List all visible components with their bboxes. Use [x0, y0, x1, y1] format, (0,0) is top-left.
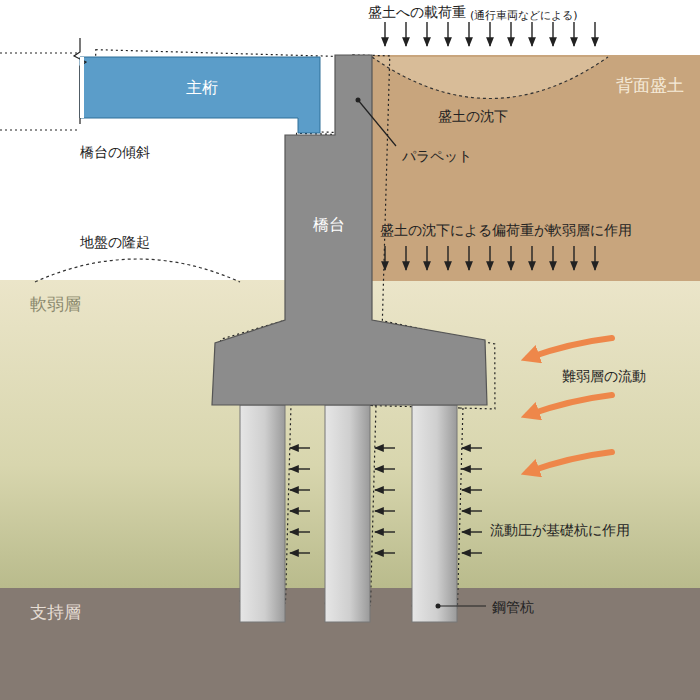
force-arrow [552, 22, 553, 46]
force-arrow [573, 246, 574, 270]
main-girder [80, 57, 320, 133]
force-arrow [531, 246, 532, 270]
annotation-label: (通行車両などによる) [470, 9, 578, 22]
force-arrow [510, 246, 511, 270]
force-arrow [375, 468, 395, 469]
force-arrow [510, 22, 511, 46]
force-arrow [375, 447, 395, 448]
label-holder: 盛土の沈下による偏荷重が軟弱層に作用 [380, 220, 632, 239]
force-arrow [426, 246, 427, 270]
label-holder: 流動圧が基礎杭に作用 [490, 520, 630, 539]
force-arrow [290, 552, 310, 553]
force-arrow [375, 510, 395, 511]
annotation-label: パラペット [402, 148, 472, 165]
label-holder: (通行車両などによる) [470, 4, 578, 23]
force-arrow [447, 246, 448, 270]
steel-pipe-piles [240, 405, 457, 622]
annotation-label: 地盤の隆起 [80, 234, 150, 251]
force-arrow [405, 22, 406, 46]
label-holder: 盛土の沈下 [438, 106, 508, 125]
force-arrow [290, 489, 310, 490]
force-arrow [552, 246, 553, 270]
force-arrow [489, 22, 490, 46]
node-label: 主桁 [186, 78, 218, 97]
force-arrow [375, 489, 395, 490]
force-arrow [290, 468, 310, 469]
force-arrow [375, 552, 395, 553]
break-mark [74, 38, 86, 124]
force-arrow [573, 22, 574, 46]
force-arrow [290, 531, 310, 532]
node-label: 軟弱層 [30, 294, 81, 314]
force-arrow [290, 447, 310, 448]
force-arrow [468, 22, 469, 46]
label-holder: パラペット [402, 146, 472, 165]
force-arrow [384, 246, 385, 270]
label-holder: 橋台の傾斜 [80, 142, 150, 161]
label-holder: 地盤の隆起 [80, 232, 150, 251]
load-arrows [290, 22, 595, 553]
node-label: 支持層 [30, 602, 81, 622]
node-label: 背面盛土 [616, 75, 684, 95]
force-arrow [594, 22, 595, 46]
force-arrow [462, 489, 482, 490]
label-holder: 難弱層の流動 [562, 366, 646, 385]
break-gap [80, 57, 84, 118]
leader-line [438, 605, 486, 606]
node-label: 橋台 [313, 215, 345, 234]
heave-line [35, 259, 240, 282]
annotation-label: 流動圧が基礎杭に作用 [490, 522, 630, 539]
settlement-area [372, 57, 608, 99]
force-arrow [462, 468, 482, 469]
backfill [372, 55, 700, 281]
backfill-region: 背面盛土 [372, 55, 700, 281]
force-arrow [384, 22, 385, 46]
force-arrow [462, 510, 482, 511]
bearing-layer-band: 支持層 [0, 588, 700, 700]
force-arrow [468, 246, 469, 270]
label-holder: 鋼管杭 [492, 597, 534, 616]
annotation-label: 盛土の沈下による偏荷重が軟弱層に作用 [380, 222, 632, 239]
flow-arrows [528, 338, 612, 472]
force-arrow [489, 246, 490, 270]
force-arrow [405, 246, 406, 270]
abutment-body: 橋台 [285, 135, 372, 320]
annotation-label: 難弱層の流動 [562, 368, 646, 385]
soft-layer-band: 軟弱層 [0, 280, 700, 588]
force-arrow [462, 552, 482, 553]
force-arrow [426, 22, 427, 46]
annotation-label: 盛土の沈下 [438, 108, 508, 125]
force-arrow [290, 510, 310, 511]
settlement-line [372, 57, 608, 99]
force-arrow [462, 531, 482, 532]
force-arrow [531, 22, 532, 46]
force-arrow [462, 447, 482, 448]
girder-box: 主桁 [86, 57, 318, 118]
force-arrow [447, 22, 448, 46]
annotation-label: 橋台の傾斜 [80, 144, 150, 161]
leader-line [358, 100, 396, 146]
annotation-label: 盛土への載荷重 [368, 4, 466, 21]
annotation-label: 鋼管杭 [492, 599, 534, 616]
force-arrow [594, 246, 595, 270]
force-arrow [375, 531, 395, 532]
label-holder: 盛土への載荷重 [368, 2, 466, 21]
